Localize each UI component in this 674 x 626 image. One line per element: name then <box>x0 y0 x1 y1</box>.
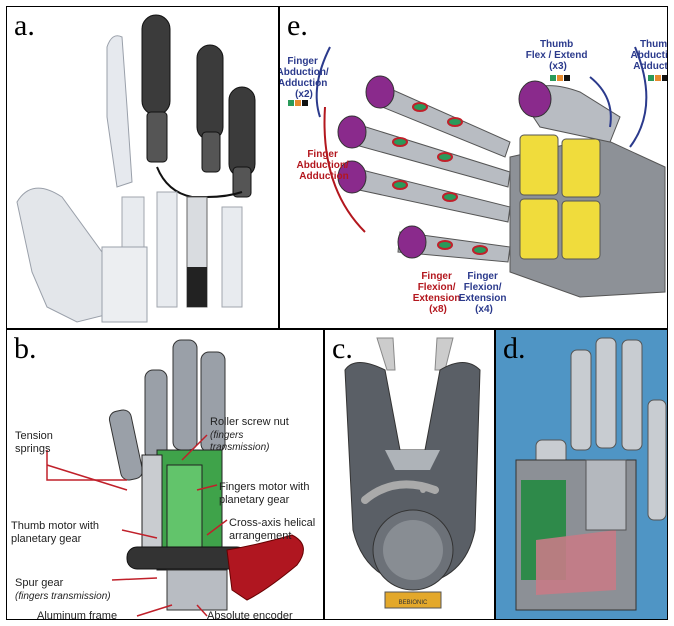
panel-d-illustration <box>496 330 668 620</box>
b-thumb-motor: Thumb motor with planetary gear <box>11 520 102 545</box>
e-thumb-flex: Thumb Flex / Extend (x3) <box>526 39 590 72</box>
panel-e-label: e. <box>287 9 308 43</box>
panel-d: d. <box>495 329 668 620</box>
b-fingers-motor: Fingers motor with planetary gear <box>219 481 313 506</box>
panel-a: a. <box>6 6 279 329</box>
panel-b: b. <box>6 329 324 620</box>
panel-c-label: c. <box>332 332 353 366</box>
panel-a-illustration <box>7 7 279 329</box>
panel-e: e. <box>279 6 668 329</box>
b-spur-gear: Spur gear (fingers transmission) <box>15 573 111 602</box>
panel-b-illustration: Tension springs Roller screw nut (finger… <box>7 330 324 620</box>
e-finger-abduction-red: Finger Abduction/ Adduction <box>297 149 352 182</box>
panel-d-label: d. <box>503 332 526 366</box>
e-finger-flexion-red: Finger Flexion/ Extension (x8) <box>413 271 464 315</box>
b-cross-axis: Cross-axis helical arrangement <box>229 517 318 542</box>
e-thumb-abduction: Thumb Abduction/ Adduction <box>631 39 669 72</box>
c-brand-text: BEBIONIC <box>399 600 428 606</box>
panel-a-label: a. <box>14 9 35 43</box>
panel-c: c. BEBIONIC <box>324 329 495 620</box>
panel-c-illustration: BEBIONIC <box>325 330 495 620</box>
b-tension-springs: Tension springs <box>15 430 56 455</box>
e-finger-flexion-blue: Finger Flexion/ Extension (x4) <box>459 271 510 315</box>
b-aluminum-frame: Aluminum frame <box>37 610 117 620</box>
panel-e-illustration: Finger Abduction/ Adduction (x2) Thumb F… <box>280 7 668 329</box>
panel-b-label: b. <box>14 332 37 366</box>
b-absolute-encoder: Absolute encoder <box>207 610 293 620</box>
b-roller-screw: Roller screw nut (fingers transmission) <box>210 412 293 453</box>
